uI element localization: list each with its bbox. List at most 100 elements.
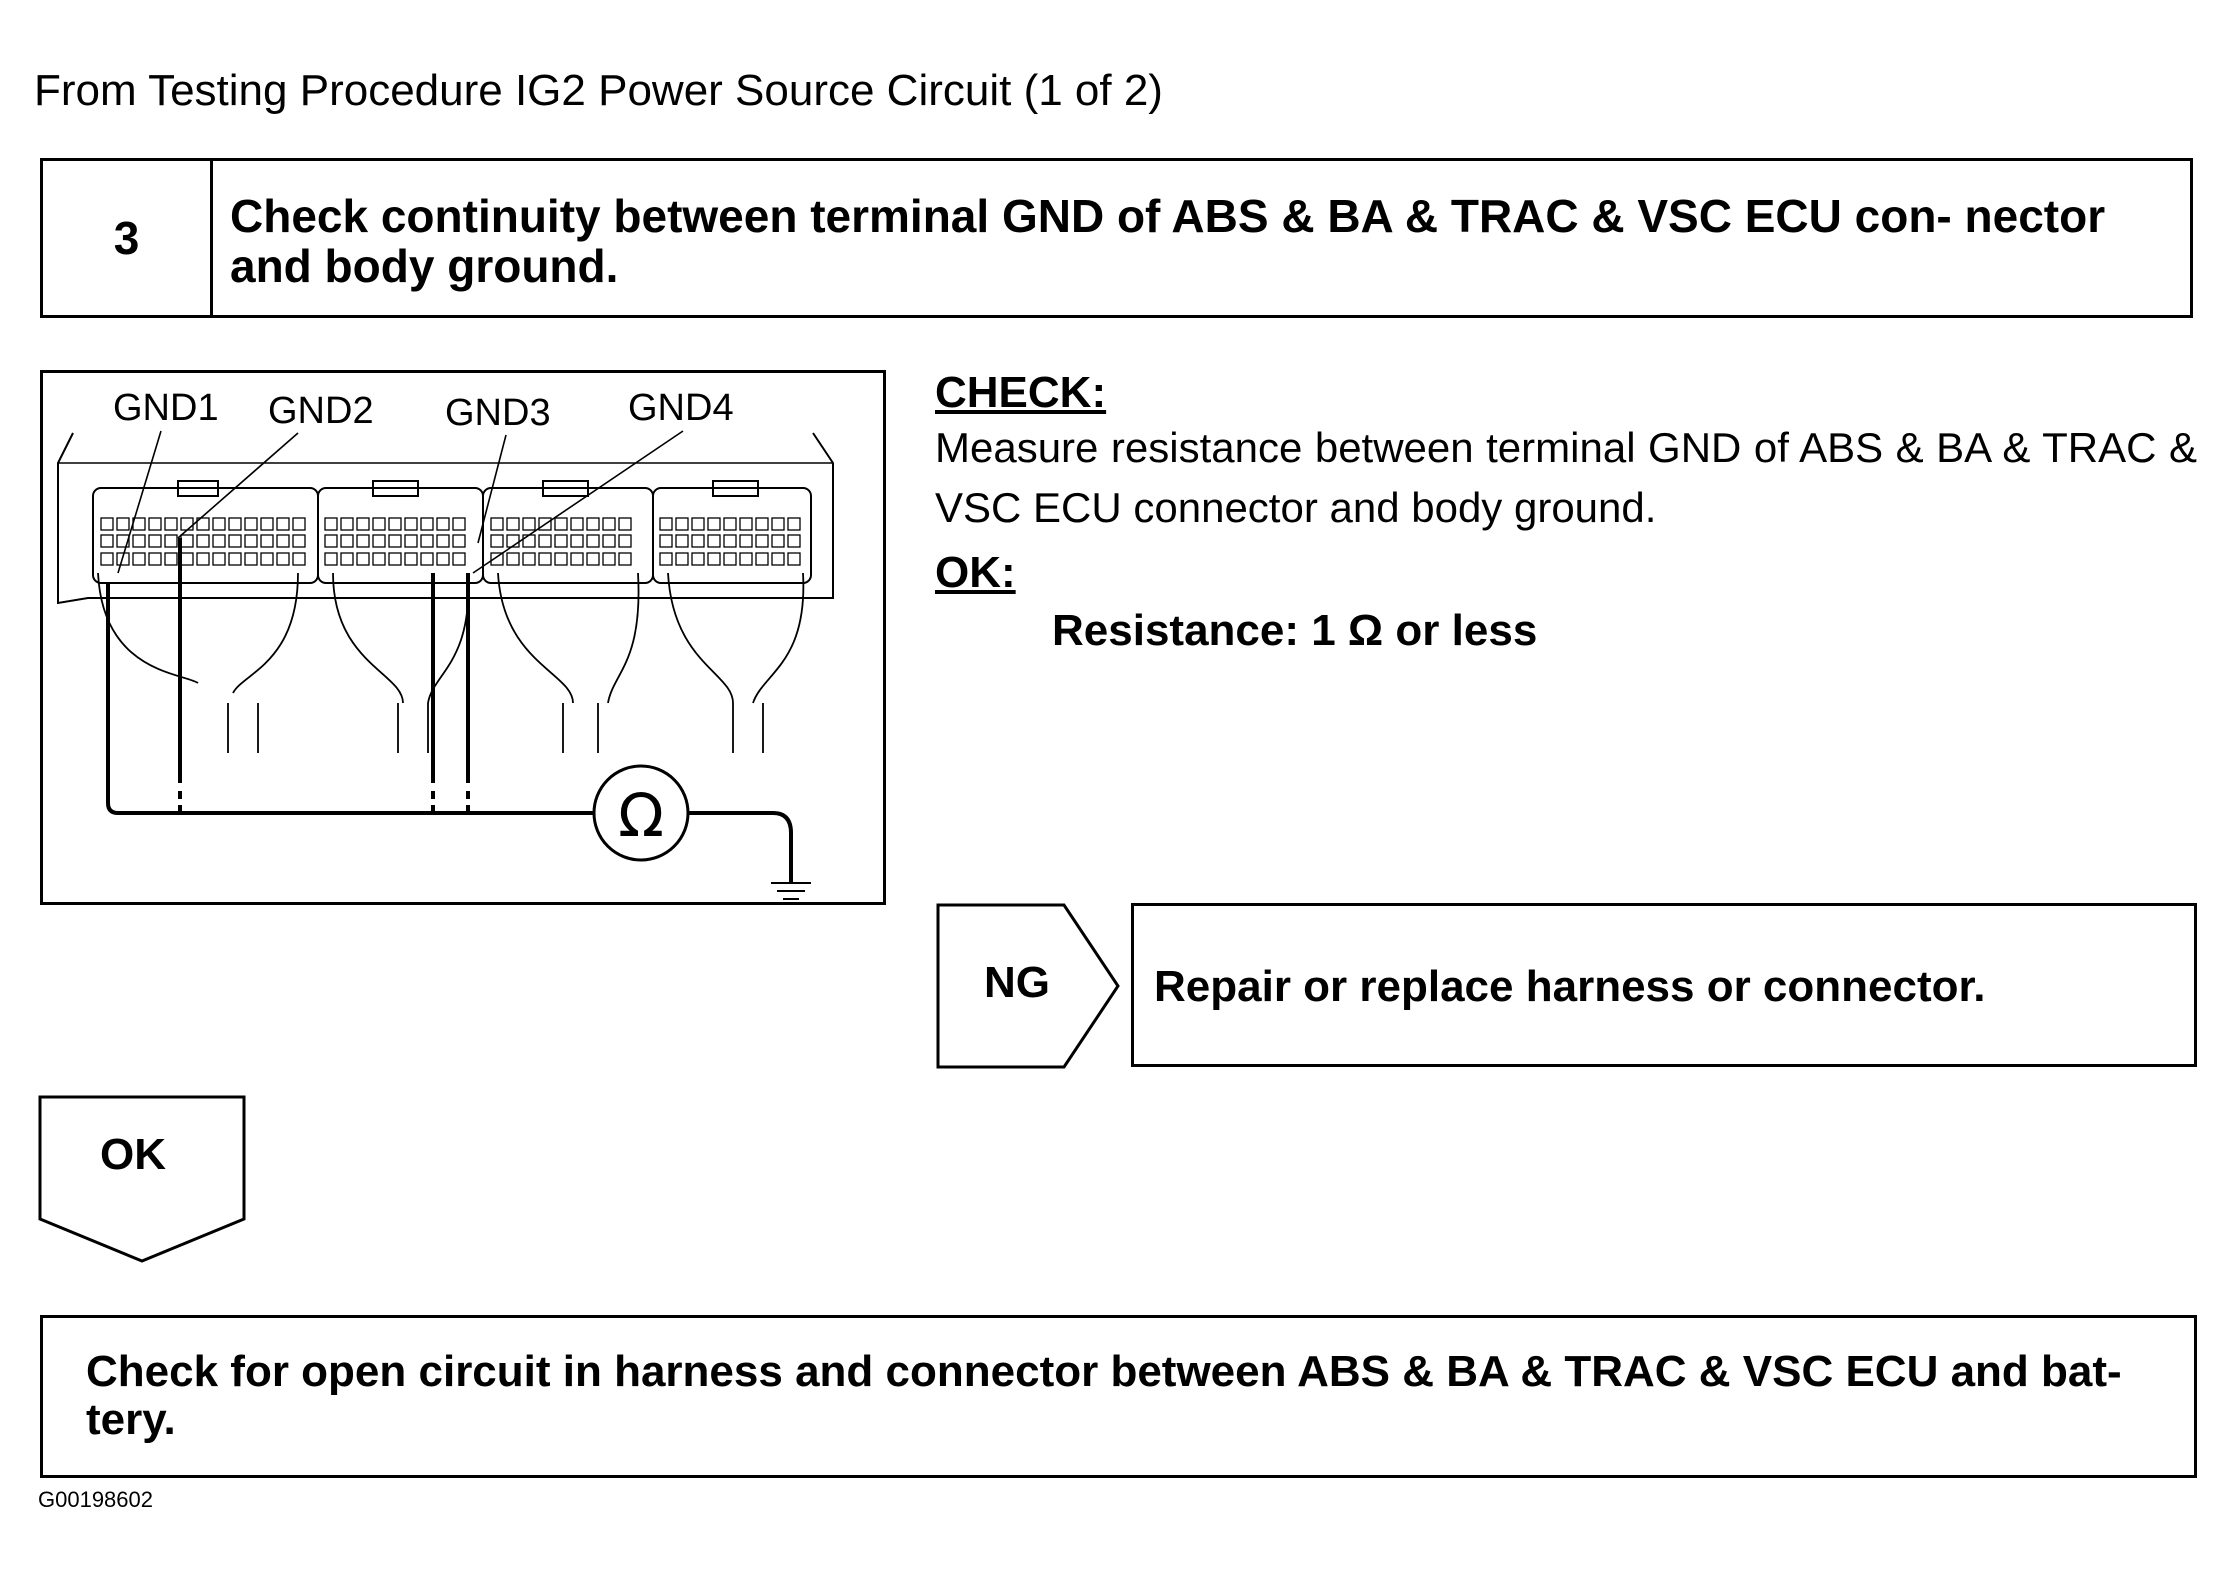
connector-pin	[586, 534, 600, 548]
connector-pin	[538, 534, 552, 548]
ground-icon	[771, 882, 811, 900]
connector-pin	[522, 552, 536, 566]
connector-pin	[116, 552, 130, 566]
connector-pin	[244, 552, 258, 566]
ng-action-box: Repair or replace harness or connector.	[1131, 903, 2197, 1067]
connector-pin	[618, 534, 632, 548]
connector-pin	[723, 552, 737, 566]
connector-pin	[586, 517, 600, 531]
ohmmeter-icon	[592, 764, 690, 862]
connector-pin	[787, 534, 801, 548]
connector-pin	[675, 534, 689, 548]
connector-pin	[292, 552, 306, 566]
ng-arrow	[936, 903, 1120, 1069]
connector-diagram: Ω GND1 GND2 GND3 GND4	[40, 370, 886, 905]
connector-pin	[452, 534, 466, 548]
connector-pin	[356, 534, 370, 548]
step-title: Check continuity between terminal GND of…	[230, 190, 2106, 292]
connector-pin	[723, 534, 737, 548]
ok-heading: OK:	[935, 548, 1016, 597]
procedure-header: From Testing Procedure IG2 Power Source …	[34, 66, 1163, 115]
label-leaders	[117, 430, 684, 574]
connector-pin	[164, 552, 178, 566]
connector-pin	[602, 552, 616, 566]
connector-pin	[586, 552, 600, 566]
connector-pin	[404, 517, 418, 531]
connector-pin	[260, 517, 274, 531]
label-gnd4: GND4	[628, 387, 734, 429]
connector-blocks	[92, 480, 812, 584]
connector-pin	[506, 517, 520, 531]
connector-pin	[691, 517, 705, 531]
connector-pin	[618, 552, 632, 566]
connector-pin	[116, 517, 130, 531]
connector-pin	[659, 534, 673, 548]
next-step-text: Check for open circuit in harness and co…	[86, 1347, 2122, 1444]
connector-pin	[659, 552, 673, 566]
connector-pin	[340, 552, 354, 566]
connector-pin	[324, 534, 338, 548]
connector-pin	[276, 534, 290, 548]
connector-pin	[260, 552, 274, 566]
connector-pin	[538, 517, 552, 531]
connector-pin	[420, 517, 434, 531]
pin-grid	[100, 517, 801, 566]
label-gnd1: GND1	[113, 387, 219, 429]
connector-pin	[356, 552, 370, 566]
connector-pin	[196, 534, 210, 548]
connector-pin	[771, 552, 785, 566]
connector-pin	[212, 517, 226, 531]
connector-pin	[602, 534, 616, 548]
connector-pin	[570, 517, 584, 531]
connector-pin	[324, 517, 338, 531]
connector-pin	[707, 517, 721, 531]
check-heading: CHECK:	[935, 368, 1107, 417]
connector-pin	[490, 552, 504, 566]
connector-pin	[340, 534, 354, 548]
connector-pin	[452, 552, 466, 566]
connector-pin	[132, 552, 146, 566]
ng-action: Repair or replace harness or connector.	[1154, 962, 1986, 1011]
connector-pin	[276, 552, 290, 566]
connector-pin	[244, 534, 258, 548]
connector-pin	[404, 534, 418, 548]
ok-label: OK	[100, 1130, 166, 1179]
connector-pin	[675, 517, 689, 531]
connector-pin	[180, 534, 194, 548]
connector-pin	[404, 552, 418, 566]
ecu-connector-illustration: Ω GND1 GND2 GND3 GND4	[57, 387, 834, 900]
connector-pin	[372, 517, 386, 531]
connector-pin	[388, 534, 402, 548]
connector-pin	[260, 534, 274, 548]
connector-pin	[196, 552, 210, 566]
connector-pin	[691, 534, 705, 548]
connector-pin	[116, 534, 130, 548]
ok-arrow	[38, 1095, 246, 1263]
connector-pin	[554, 517, 568, 531]
connector-pin	[675, 552, 689, 566]
connector-pin	[148, 517, 162, 531]
connector-pin	[618, 517, 632, 531]
ng-label: NG	[984, 958, 1050, 1007]
connector-pin	[372, 552, 386, 566]
connector-pin	[244, 517, 258, 531]
connector-pin	[132, 534, 146, 548]
connector-pin	[180, 517, 194, 531]
ohm-symbol: Ω	[618, 781, 664, 851]
connector-pin	[388, 552, 402, 566]
connector-pin	[228, 517, 242, 531]
connector-pin	[723, 517, 737, 531]
test-leads	[106, 538, 793, 883]
connector-pin	[522, 517, 536, 531]
connector-pin	[707, 534, 721, 548]
connector-pin	[570, 552, 584, 566]
connector-pin	[276, 517, 290, 531]
ok-criterion: Resistance: 1 Ω or less	[1052, 606, 1538, 655]
connector-pin	[755, 517, 769, 531]
connector-pin	[100, 552, 114, 566]
connector-pin	[739, 517, 753, 531]
connector-pin	[420, 534, 434, 548]
connector-pin	[755, 552, 769, 566]
connector-pin	[292, 517, 306, 531]
connector-pin	[659, 517, 673, 531]
